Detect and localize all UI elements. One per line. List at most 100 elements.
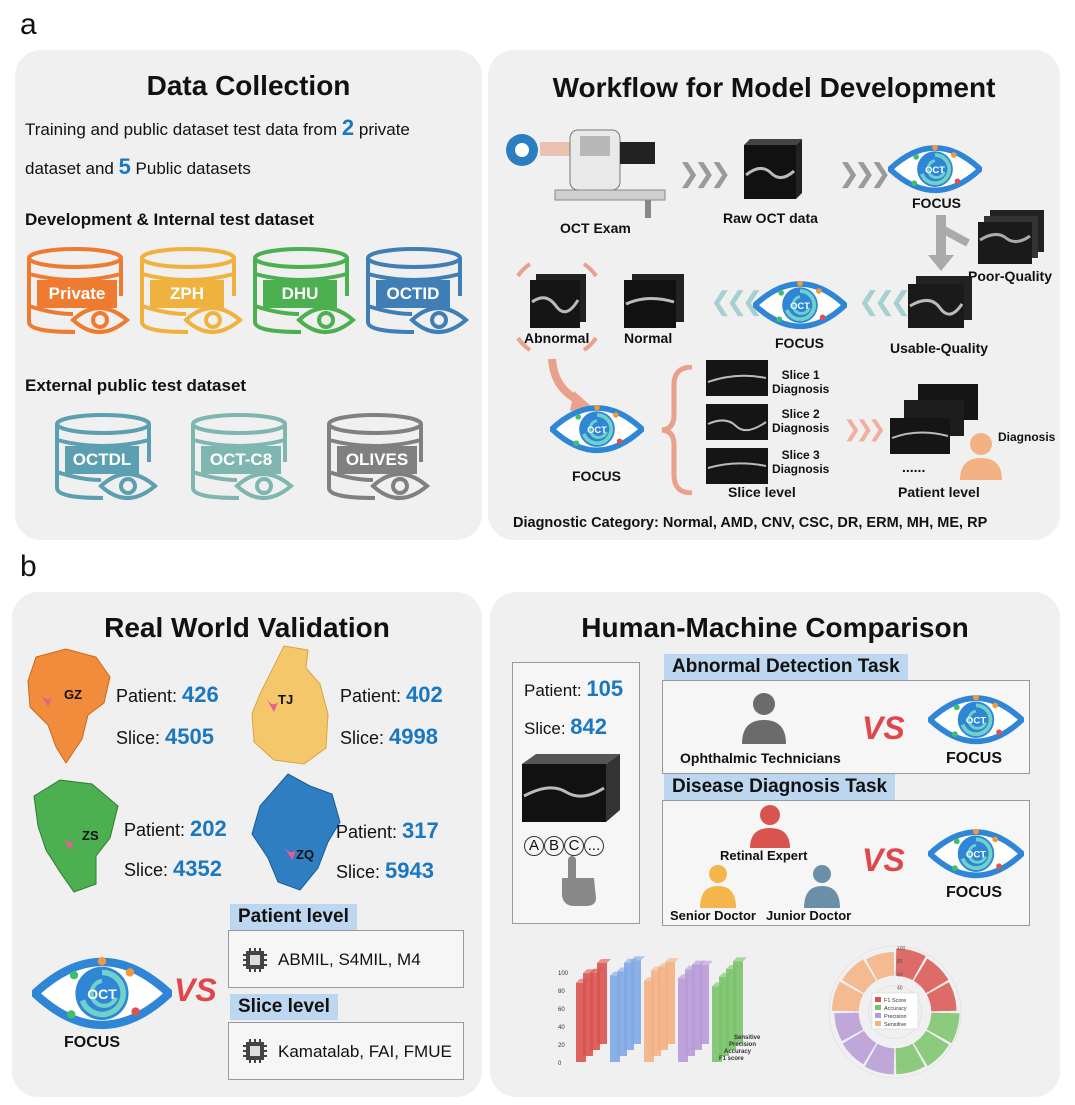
senior-doctor-icon	[700, 865, 736, 908]
legend-swatch	[875, 1013, 881, 1018]
polar-segment	[895, 1043, 925, 1075]
bar	[651, 970, 661, 1056]
polar-segment	[842, 959, 877, 994]
data-collection-line2: dataset and 5 Public datasets	[25, 154, 251, 179]
dataset-db-icon	[27, 247, 131, 334]
map-tj-icon	[251, 645, 329, 765]
focus-label: FOCUS	[912, 195, 961, 211]
site-code-zs: ZS	[82, 828, 99, 843]
focus-label: FOCUS	[64, 1034, 120, 1051]
bar	[610, 975, 620, 1062]
eye-text: OCT	[925, 164, 945, 175]
junior-doctor-icon	[804, 865, 840, 908]
focus-eye-icon: OCT	[925, 824, 1027, 889]
zs-patient-stat: Patient: 202	[124, 816, 227, 841]
vs-badge: VS	[862, 842, 905, 878]
bar	[617, 971, 627, 1056]
bar-top	[665, 958, 679, 963]
polar-grid	[868, 985, 922, 1039]
polar-segment	[864, 1043, 895, 1075]
eye-text: OCT	[966, 850, 986, 861]
legend-swatch	[875, 1005, 881, 1010]
bar	[644, 981, 654, 1062]
retinal-expert-icon	[750, 805, 790, 848]
polar-chart: 10080604020F1 ScoreAccuracyPrecisionSens…	[828, 945, 962, 1079]
slice-level-header: Slice level	[230, 994, 338, 1020]
focus-label: FOCUS	[946, 750, 1002, 767]
chip-icon	[243, 948, 267, 972]
dataset-db-icon	[253, 247, 357, 334]
focus-eye-graphic: OCT	[885, 144, 985, 193]
patient-scans-icon	[890, 384, 978, 454]
bar	[712, 986, 722, 1062]
brace-icon	[661, 365, 693, 495]
site-code-tj: TJ	[278, 692, 294, 707]
abnormal-scan-icon	[516, 262, 598, 352]
dataset-db-icon	[140, 247, 244, 334]
junior-doctor-label: Junior Doctor	[766, 908, 852, 923]
real-world-panel: Real World Validation GZ TJ ZS ZQ Patien…	[12, 592, 482, 1097]
slice1-diagnosis: Slice 1 Diagnosis	[772, 368, 830, 396]
focus-eye-graphic: OCT	[925, 694, 1027, 745]
chevron-left-icon: ❮❮❮	[710, 286, 763, 316]
polar-grid	[828, 945, 962, 1079]
bar-axis-tick: 100	[558, 971, 569, 977]
arrow-down-icon	[928, 215, 970, 271]
oct-device-icon	[506, 129, 666, 218]
map-zs-icon	[33, 779, 119, 893]
zs-slice-stat: Slice: 4352	[124, 856, 222, 881]
patient-level-label: Patient level	[898, 484, 980, 500]
abnormal-task-header: Abnormal Detection Task	[664, 654, 908, 680]
bar	[665, 962, 675, 1044]
polar-segment	[842, 1030, 877, 1065]
slice-level-label: Slice level	[728, 484, 796, 500]
human-machine-panel: Human-Machine Comparison Patient: 105 Sl…	[490, 592, 1060, 1097]
diagnosis-label: Diagnosis	[998, 430, 1056, 444]
polar-segment	[895, 948, 926, 981]
focus-label: FOCUS	[572, 468, 621, 484]
eye-text: OCT	[966, 716, 986, 727]
legend-label: F1 Score	[884, 998, 906, 1004]
bar	[692, 964, 702, 1050]
bar-metric-label: F1 score	[719, 1056, 744, 1062]
polar-tick: 80	[897, 959, 903, 965]
dataset-label: ZPH	[150, 280, 224, 308]
data-collection-title: Data Collection	[146, 70, 351, 101]
slice2-diagnosis: Slice 2 Diagnosis	[772, 407, 830, 435]
oct-volume-icon	[522, 754, 620, 822]
patient-level-box	[228, 930, 464, 988]
bar	[576, 982, 586, 1062]
poor-quality-scan-icon	[978, 210, 1044, 264]
patient-methods: ABMIL, S4MIL, M4	[278, 950, 421, 969]
site-code-zq: ZQ	[296, 847, 315, 862]
slice-ellipsis: ......	[720, 470, 744, 486]
legend-label: Accuracy	[884, 1006, 907, 1012]
slice3-diagnosis: Slice 3 Diagnosis	[772, 448, 830, 476]
panel-label-b: b	[20, 550, 37, 583]
raw-oct-volume-icon	[744, 139, 802, 199]
bar	[685, 969, 695, 1056]
polar-tick: 40	[897, 986, 903, 992]
retinal-expert-label: Retinal Expert	[720, 848, 808, 863]
dataset-label: Private	[37, 280, 117, 308]
focus-eye-graphic: OCT	[925, 828, 1027, 879]
legend-swatch	[875, 1021, 881, 1026]
eye-text: OCT	[87, 986, 117, 1002]
bar-top	[733, 957, 747, 962]
eye-text: OCT	[790, 300, 810, 311]
polar-segment	[926, 982, 957, 1012]
map-zq-icon	[251, 773, 341, 891]
bar-chart-3d: 100806040200SensitivePrecisionAccuracyF1…	[558, 956, 761, 1067]
slice-level-box	[228, 1022, 464, 1080]
focus-label: FOCUS	[946, 884, 1002, 901]
patient-level-header: Patient level	[230, 904, 357, 930]
gz-patient-stat: Patient: 426	[116, 682, 219, 707]
diagnostic-category: Diagnostic Category: Normal, AMD, CNV, C…	[513, 515, 988, 531]
hm-slice-stat: Slice: 842	[524, 714, 608, 739]
zq-patient-stat: Patient: 317	[336, 818, 439, 843]
chevron-left-icon: ❮❮❮	[858, 286, 911, 316]
bar	[631, 960, 641, 1044]
normal-label: Normal	[624, 330, 673, 346]
normal-scan-icon	[624, 274, 684, 328]
